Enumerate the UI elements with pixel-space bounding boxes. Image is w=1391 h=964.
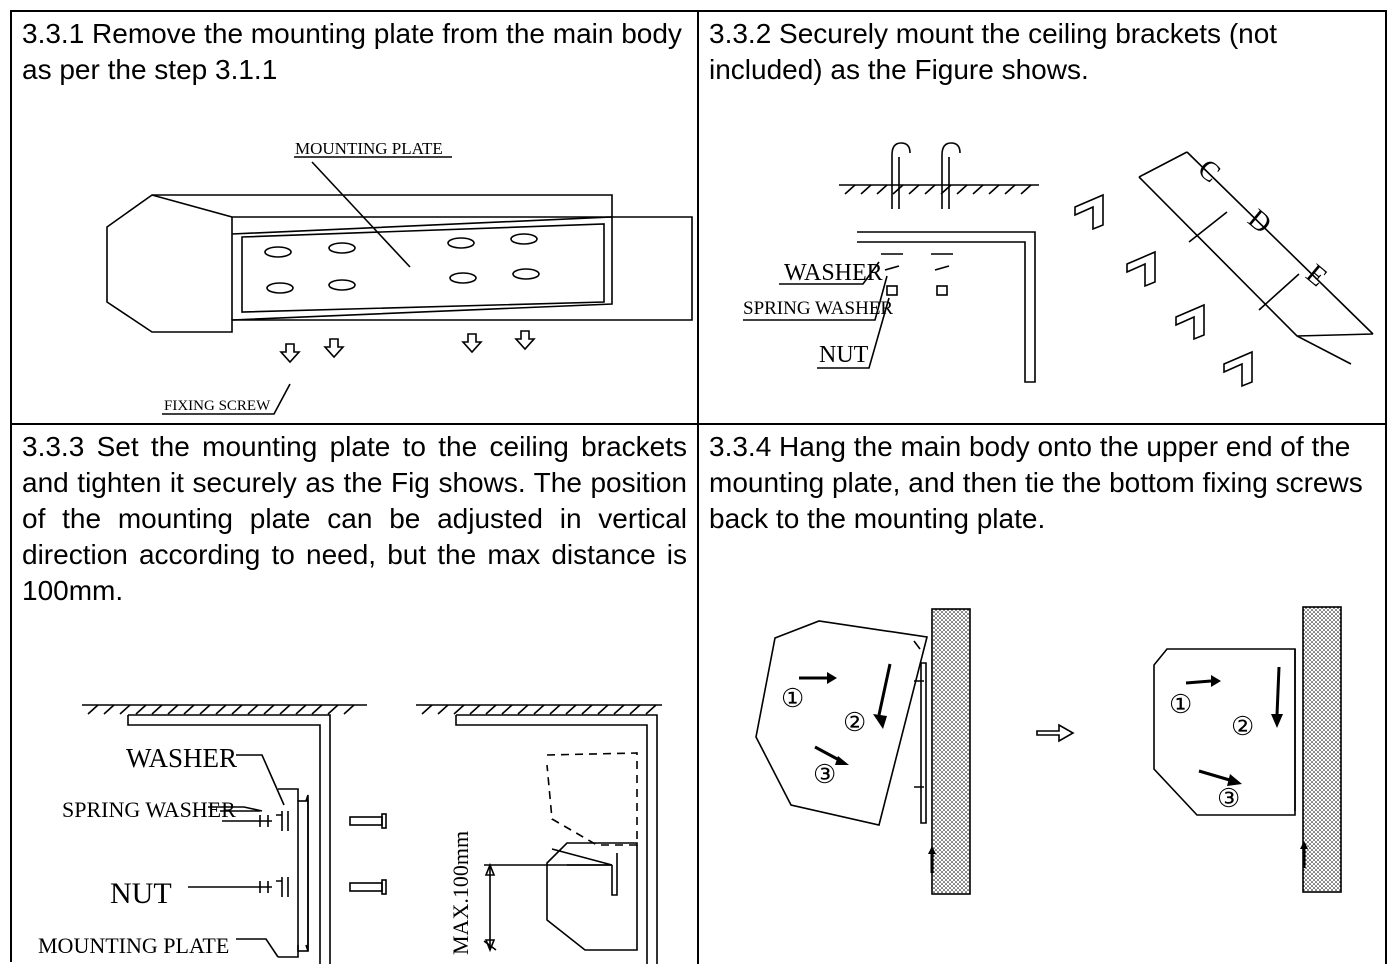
label-e: E: [1300, 258, 1333, 293]
step-3-3-4-text: 3.3.4 Hang the main body onto the upper …: [709, 431, 1363, 534]
step-3-3-2-text: 3.3.2 Securely mount the ceiling bracket…: [709, 18, 1278, 85]
step-3-3-1-text: 3.3.1 Remove the mounting plate from the…: [22, 18, 682, 85]
step-number-2-final: ②: [1231, 712, 1254, 741]
label-nut: NUT: [819, 342, 869, 368]
label-spring-washer: SPRING WASHER: [62, 797, 236, 822]
fig-ceiling-brackets: WASHER SPRING WASHER NUT C D E: [743, 142, 1374, 388]
step-3-3-3-text: 3.3.3 Set the mounting plate to the ceil…: [22, 431, 687, 606]
step-3-3-4-cell: 3.3.4 Hang the main body onto the upper …: [699, 425, 1387, 964]
step-number-3-final: ③: [1217, 784, 1240, 813]
step-3-3-1-cell: 3.3.1 Remove the mounting plate from the…: [12, 12, 699, 425]
label-mounting-plate: MOUNTING PLATE: [295, 139, 443, 158]
label-nut: NUT: [110, 877, 172, 910]
step-number-2: ②: [843, 708, 866, 737]
step-number-1: ①: [781, 684, 804, 713]
fig-set-mounting-plate: WASHER SPRING WASHER NUT MOUNTING PLATE …: [38, 704, 662, 964]
label-washer: WASHER: [126, 743, 237, 773]
step-3-3-2-cell: 3.3.2 Securely mount the ceiling bracket…: [699, 12, 1387, 425]
step-number-3: ③: [813, 760, 836, 789]
fig-hang-main-body: ① ② ③ ① ② ③: [755, 606, 1342, 895]
step-number-1-final: ①: [1169, 690, 1192, 719]
label-max-100mm: MAX.100mm: [448, 831, 473, 955]
fig-remove-mounting-plate: MOUNTING PLATE FIXING SCREW: [106, 139, 693, 415]
label-fixing-screw: FIXING SCREW: [164, 398, 271, 414]
instruction-grid: 3.3.1 Remove the mounting plate from the…: [10, 10, 1387, 964]
label-washer: WASHER: [784, 260, 883, 286]
label-mounting-plate: MOUNTING PLATE: [38, 933, 229, 958]
label-spring-washer: SPRING WASHER: [743, 298, 893, 319]
step-3-3-3-cell: 3.3.3 Set the mounting plate to the ceil…: [12, 425, 699, 964]
label-c: C: [1192, 153, 1226, 189]
